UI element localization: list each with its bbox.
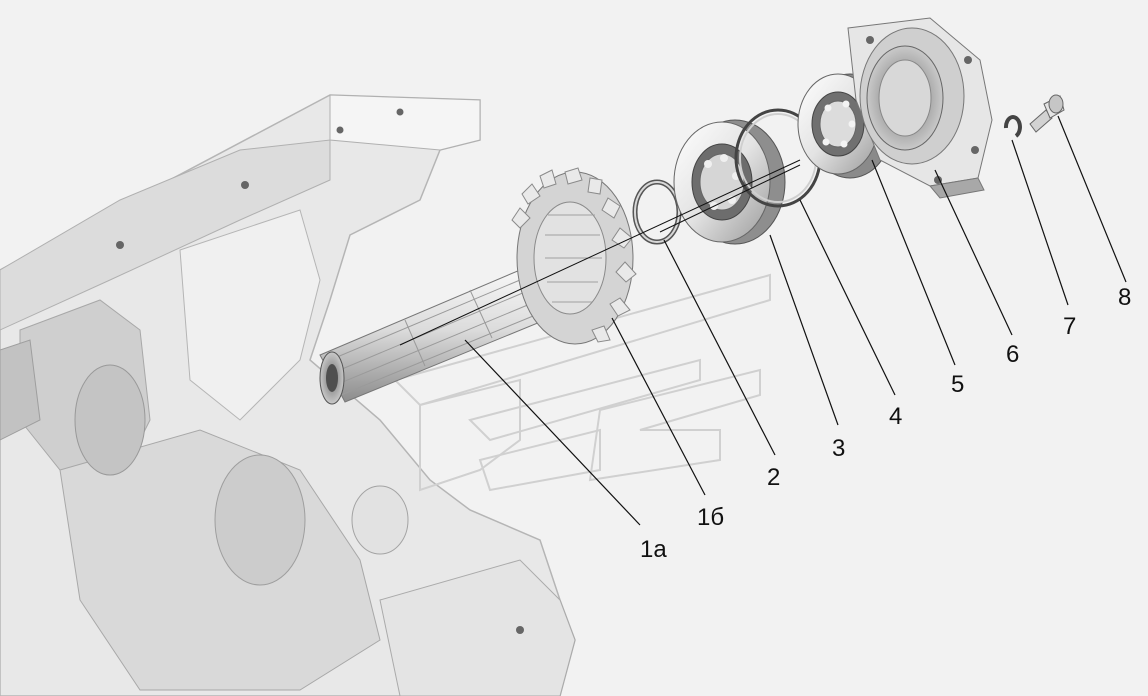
callout-part-3: 3 bbox=[832, 435, 846, 462]
cover-part-6 bbox=[847, 17, 993, 199]
gear-part-1b bbox=[511, 167, 637, 345]
gearbox-housing bbox=[0, 94, 576, 696]
washer-part-7 bbox=[1003, 115, 1022, 138]
callout-part-2: 2 bbox=[767, 464, 781, 491]
bearing-part-3 bbox=[673, 119, 786, 245]
callout-part-1b: 1б bbox=[697, 504, 725, 531]
leader-lines bbox=[464, 115, 1127, 526]
shaft-part-1a bbox=[319, 269, 546, 405]
bearing-part-5 bbox=[797, 73, 893, 179]
callout-part-1a: 1а bbox=[640, 536, 667, 563]
callout-part-5: 5 bbox=[951, 371, 965, 398]
bolt-part-8 bbox=[1029, 94, 1065, 133]
ring-part-2 bbox=[632, 179, 682, 245]
callout-part-7: 7 bbox=[1063, 313, 1077, 340]
callout-part-8: 8 bbox=[1118, 284, 1132, 311]
axis-guide-lines bbox=[399, 159, 801, 346]
callout-part-6: 6 bbox=[1006, 341, 1020, 368]
callout-part-4: 4 bbox=[889, 403, 903, 430]
